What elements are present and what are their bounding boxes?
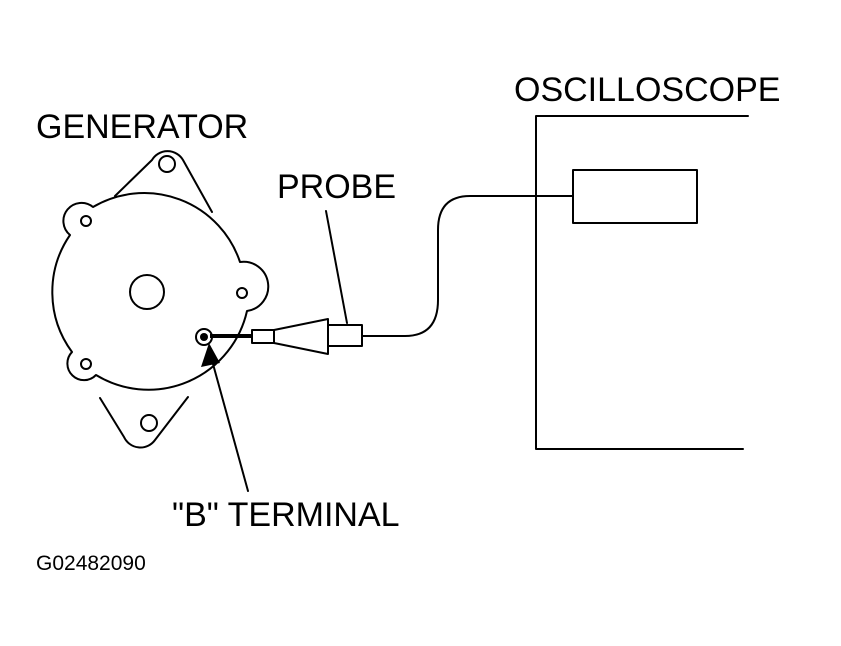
generator-bolt-hole-upper-left — [80, 215, 92, 227]
probe-connector — [327, 324, 363, 347]
probe-cable — [361, 195, 574, 337]
b-terminal-arrowhead — [201, 343, 220, 367]
b-terminal-post — [200, 333, 208, 341]
generator-bolt-hole-right — [236, 287, 248, 299]
oscilloscope-outline — [535, 115, 749, 450]
generator-label: GENERATOR — [36, 108, 248, 146]
probe-tip — [251, 329, 275, 344]
generator-top-mount-lug — [114, 150, 213, 213]
b-terminal-leader-line — [212, 363, 249, 492]
probe-leader-line — [325, 210, 348, 324]
generator-top-mount-hole — [158, 155, 176, 173]
oscilloscope-label: OSCILLOSCOPE — [514, 71, 780, 109]
generator-shaft — [129, 274, 165, 310]
probe-body — [273, 318, 329, 355]
figure-id: G02482090 — [36, 552, 146, 575]
generator-bottom-mount-lug — [99, 396, 189, 449]
generator-bottom-mount-hole — [140, 414, 158, 432]
oscilloscope — [535, 115, 749, 450]
probe — [210, 195, 574, 355]
oscilloscope-input-jack — [572, 169, 698, 224]
generator — [51, 150, 270, 449]
generator-bolt-hole-lower-left — [80, 358, 92, 370]
generator-housing — [51, 192, 270, 391]
b-terminal-label: "B" TERMINAL — [172, 496, 400, 534]
probe-label: PROBE — [277, 168, 396, 206]
